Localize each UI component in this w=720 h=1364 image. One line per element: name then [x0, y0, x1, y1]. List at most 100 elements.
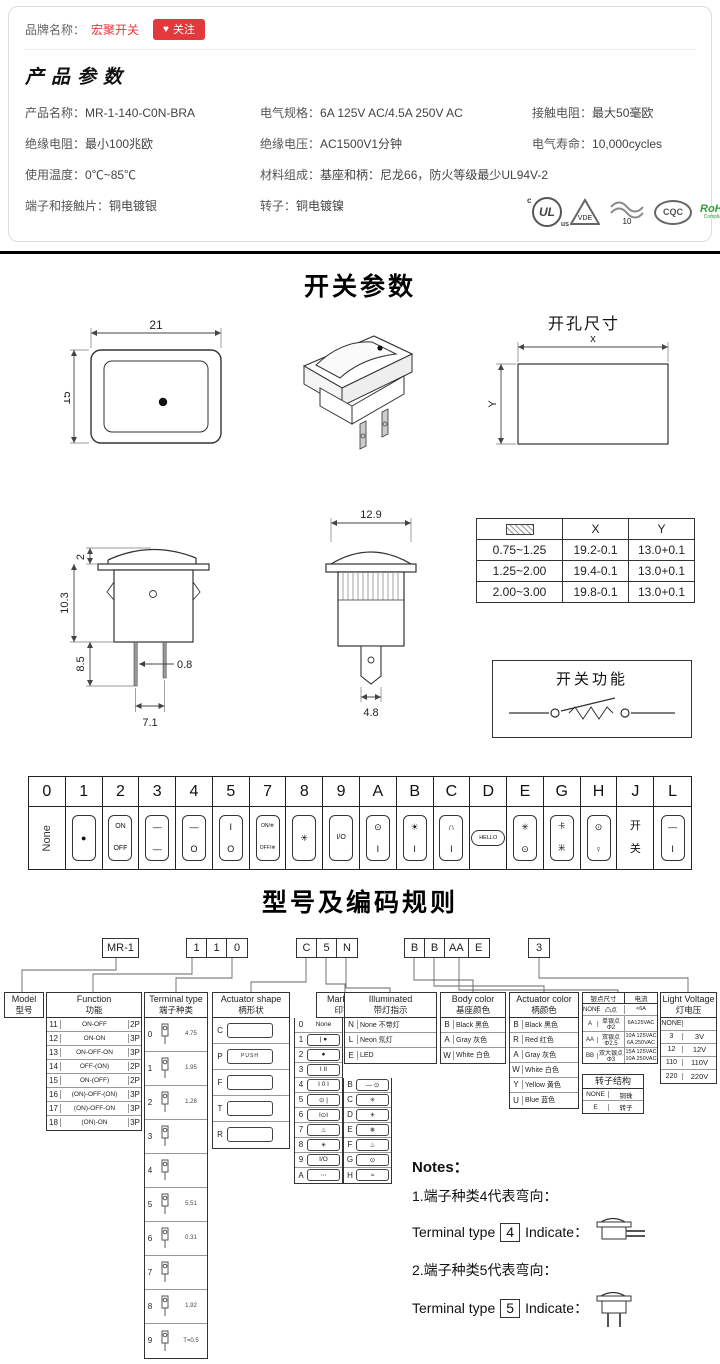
code-header: 3 — [139, 777, 177, 807]
marking-row: C✳ — [344, 1093, 391, 1108]
code-box-cell: B — [425, 939, 445, 957]
code-box-cell: B — [405, 939, 425, 957]
actuator-shape-icon — [227, 1127, 273, 1143]
connector-lines — [21, 958, 689, 992]
marking-row: 5⊙ | — [295, 1093, 342, 1108]
cell: 12 — [661, 1046, 683, 1054]
terminal-pin-icon — [155, 1261, 175, 1283]
terminal-pin-icon — [155, 1159, 175, 1181]
cell: 13.0+0.1 — [628, 560, 695, 582]
marking-symbol: I II — [307, 1063, 340, 1076]
marking-symbol: ✳ — [356, 1093, 389, 1106]
rocker-symbol: ☀I — [402, 815, 427, 861]
cell: 6 — [298, 1110, 304, 1120]
brand-name[interactable]: 宏聚开关 — [91, 23, 140, 37]
spec-product-name: 产品名称：MR-1-140-C0N-BRA — [25, 106, 196, 120]
code-header: 4 — [176, 777, 213, 807]
cell: 6 — [147, 1233, 153, 1243]
cell: Y — [510, 1080, 523, 1090]
marking-symbol: I⊙I — [307, 1108, 340, 1121]
code-box-cell: 5 — [317, 939, 337, 957]
cell: B — [347, 1080, 353, 1090]
cell: AA — [583, 1036, 598, 1043]
cell: 9 — [298, 1155, 304, 1165]
cell: 12 — [47, 1033, 61, 1043]
cell: 2P — [128, 1019, 141, 1029]
code-box: MR-1 — [102, 938, 139, 958]
svg-text:12.9: 12.9 — [360, 509, 381, 521]
code-symbol-cell: None — [29, 807, 66, 869]
code-header: L — [654, 777, 691, 807]
terminal-pin-icon — [155, 1227, 175, 1249]
rocker-symbol: HELLO — [471, 830, 506, 846]
cell: LED — [360, 1051, 374, 1059]
cell: D — [347, 1110, 353, 1120]
light-voltage-row: NONE — [661, 1018, 716, 1031]
terminal-straight-down-icon — [596, 1291, 632, 1327]
cell: R — [510, 1035, 523, 1045]
brand-row: 品牌名称：宏聚开关 关注 — [25, 15, 695, 50]
code-box-cell: C — [297, 939, 317, 957]
actuator-shape-icon: PUSH — [227, 1048, 273, 1064]
terminal-pin-icon — [155, 1125, 175, 1147]
vde-logo: VDE — [570, 198, 600, 225]
code-symbol-cell: —O — [176, 807, 213, 869]
cell: 11 — [47, 1019, 61, 1029]
code-symbol-cell: I/O — [323, 807, 360, 869]
cell: L — [345, 1035, 358, 1045]
marking-row: 1| ● — [295, 1033, 342, 1048]
cell: H — [347, 1170, 353, 1180]
cell: 3P — [128, 1047, 141, 1057]
terminal-pin-icon — [155, 1330, 175, 1352]
marking-row: E❄ — [344, 1123, 391, 1138]
cell: 3P — [128, 1033, 141, 1043]
spacer — [532, 166, 720, 183]
terminal-bent-right-icon — [596, 1217, 646, 1240]
cell: 1 — [298, 1035, 304, 1045]
cell: 3P — [128, 1118, 141, 1128]
note-2: 2.端子种类5代表弯向： — [412, 1262, 558, 1278]
cell: White 白色 — [456, 1052, 490, 1060]
terminal-pin-icon — [155, 1295, 175, 1317]
spec-insulation-resistance: 绝缘电阻：最小100兆欧 — [25, 137, 154, 151]
cell: N — [345, 1020, 358, 1030]
marking-symbol: ⊙ | — [307, 1093, 340, 1106]
switch-circuit-symbol — [509, 697, 675, 720]
code-header: E — [507, 777, 544, 807]
terminal-type-row: 4 — [145, 1154, 207, 1188]
cell: 2 — [147, 1097, 153, 1107]
rocker-symbol: ● — [71, 815, 96, 861]
cell: 10A 125VAC 6A 250VAC — [625, 1033, 657, 1046]
xy-header-row: X Y — [476, 518, 695, 540]
follow-button[interactable]: 关注 — [153, 19, 205, 40]
terminal-pin-icon — [155, 1193, 175, 1215]
cell: A — [510, 1050, 523, 1060]
code-box-cell: 1 — [207, 939, 227, 957]
cell: 2P — [128, 1061, 141, 1071]
terminal-type-row: 3 — [145, 1120, 207, 1154]
cell: 5 — [298, 1095, 304, 1105]
code-box-cell: 0 — [233, 942, 241, 954]
code-header: 5 — [212, 777, 250, 807]
code-symbol-cell: ● — [66, 807, 103, 869]
cell: B — [510, 1020, 523, 1030]
cell: 18 — [47, 1118, 61, 1128]
